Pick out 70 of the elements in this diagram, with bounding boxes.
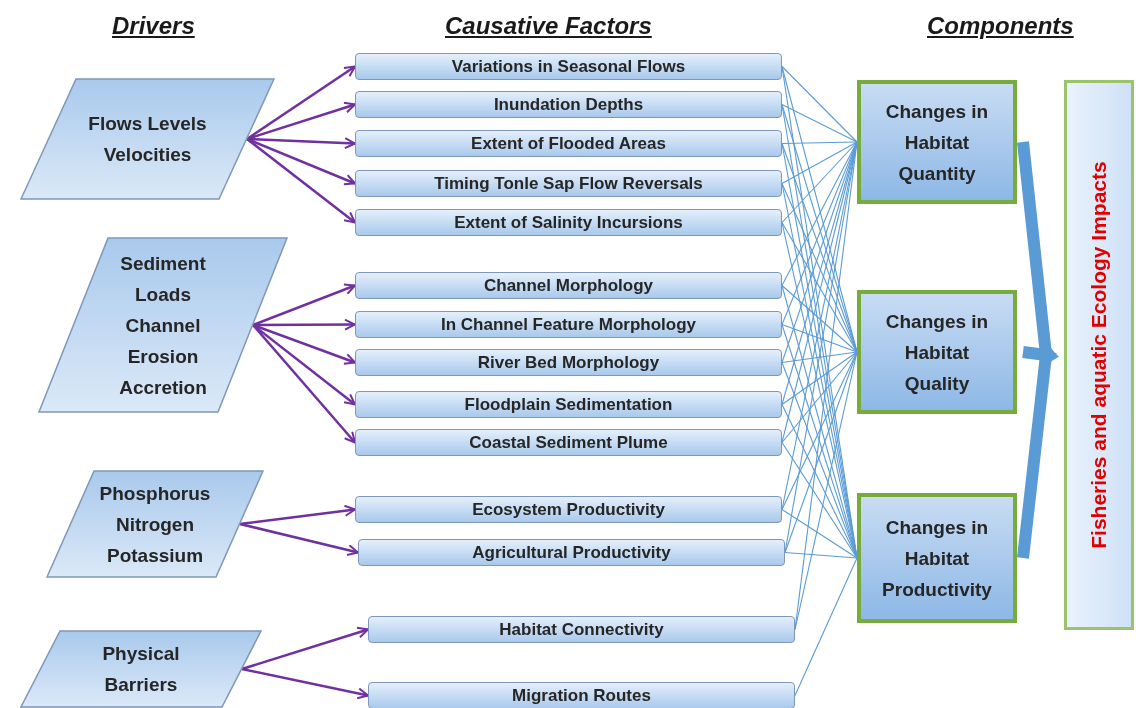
factor-label: Coastal Sediment Plume: [469, 432, 668, 453]
factor-label: Agricultural Productivity: [472, 542, 671, 563]
factor-box: [355, 349, 782, 376]
impact-box: [1064, 80, 1134, 630]
driver-label: Flows Levels Velocities: [87, 112, 208, 167]
connector-line: [781, 351, 858, 406]
column-heading: Components: [927, 12, 1074, 40]
factor-label: Extent of Salinity Incursions: [454, 212, 683, 233]
factor-label: Habitat Connectivity: [499, 619, 664, 640]
factor-label: Inundation Depths: [493, 94, 644, 115]
component-box: [857, 290, 1017, 414]
component-label: Changes in Habitat Quality: [884, 309, 990, 396]
factor-box: [355, 391, 782, 418]
factor-box: [355, 130, 782, 157]
column-heading: Drivers: [112, 12, 195, 40]
arrow: [241, 626, 369, 671]
connector-line: [781, 221, 858, 353]
component-box: [857, 493, 1017, 623]
connector-line: [781, 65, 858, 143]
driver-label: Phosphorus Nitrogen Potassium: [98, 481, 212, 568]
arrow: [241, 667, 369, 700]
factor-box: [355, 91, 782, 118]
connector-line: [781, 351, 858, 444]
factor-box: [355, 170, 782, 197]
factor-label: Ecosystem Productivity: [472, 499, 665, 520]
connector-line: [781, 141, 858, 224]
connector-line: [781, 441, 858, 559]
connector-line: [781, 141, 858, 185]
connector-line: [784, 551, 858, 559]
factor-box: [355, 429, 782, 456]
arrow: [252, 324, 356, 444]
driver-parallelogram: [46, 470, 264, 578]
arrow: [246, 138, 356, 224]
driver-label: Physical Barriers: [101, 642, 181, 697]
factor-label: Variations in Seasonal Flows: [451, 56, 686, 77]
factor-box: [368, 616, 795, 643]
component-box: [857, 80, 1017, 204]
connector-line: [781, 103, 858, 143]
driver-parallelogram: [20, 78, 275, 200]
impact-label: Fisheries and aquatic Ecology Impacts: [1087, 161, 1111, 549]
factor-label: Migration Routes: [512, 685, 651, 706]
component-label: Changes in Habitat Productivity: [881, 515, 993, 602]
factor-label: Timing Tonle Sap Flow Reversals: [434, 173, 703, 194]
column-heading: Causative Factors: [445, 12, 652, 40]
connector-line: [781, 508, 858, 559]
connector-line: [781, 141, 858, 287]
factor-box: [355, 496, 782, 523]
factor-label: Extent of Flooded Areas: [471, 133, 666, 154]
factor-label: Floodplain Sedimentation: [464, 394, 673, 415]
driver-parallelogram: [20, 630, 262, 708]
factor-label: River Bed Morphology: [477, 352, 660, 373]
factor-label: Channel Morphology: [483, 275, 653, 296]
arrow: [253, 318, 356, 331]
arrow: [239, 504, 356, 526]
factor-box: [368, 682, 795, 708]
factor-box: [355, 53, 782, 80]
driver-parallelogram: [38, 237, 288, 413]
factor-box: [358, 539, 785, 566]
connector-line: [781, 141, 858, 145]
factor-box: [355, 209, 782, 236]
connector-line: [794, 557, 858, 697]
connector-line: [781, 284, 858, 353]
driver-label: Sediment Loads Channel Erosion Accretion: [118, 251, 208, 400]
connector-line: [781, 351, 858, 364]
factor-box: [355, 272, 782, 299]
component-label: Changes in Habitat Quantity: [884, 99, 990, 186]
factor-label: In Channel Feature Morphology: [441, 314, 696, 335]
arrow: [239, 522, 359, 556]
connector-line: [781, 323, 858, 353]
factor-box: [355, 311, 782, 338]
